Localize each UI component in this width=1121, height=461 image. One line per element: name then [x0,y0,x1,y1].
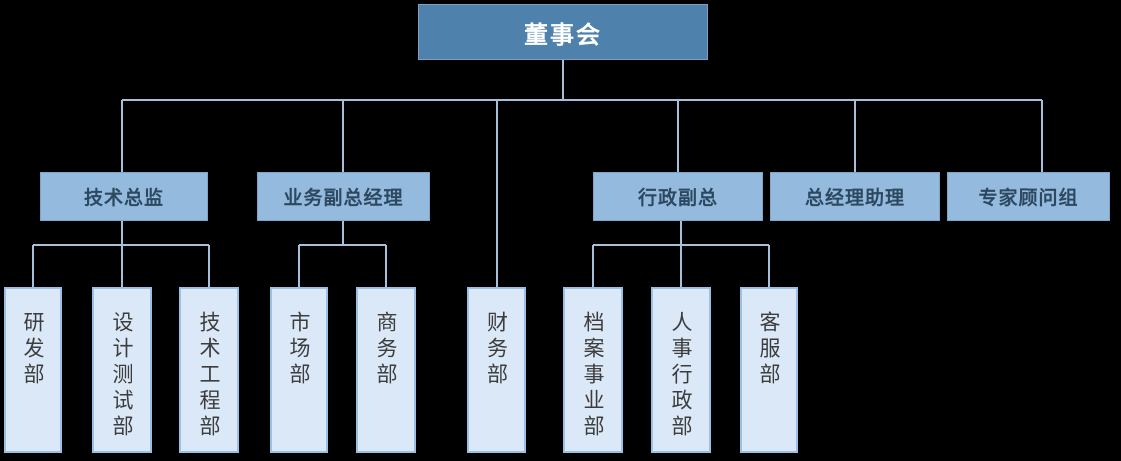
node-admin-deputy-gm-label: 行政副总 [637,187,718,209]
node-admin-deputy-gm[interactable]: 行政副总 [593,172,763,221]
node-gm-assistant[interactable]: 总经理助理 [770,172,940,221]
node-board-of-directors[interactable]: 董事会 [418,4,708,60]
node-hr-admin-dept[interactable]: 人事行政部 [651,287,711,453]
node-business-deputy-gm[interactable]: 业务副总经理 [257,172,430,221]
node-rd-dept[interactable]: 研发部 [4,287,62,453]
node-design-testing-dept-label: 设计测试部 [110,311,134,441]
node-marketing-dept-label: 市场部 [287,311,311,389]
connector-root-to-level2 [121,60,1043,287]
node-technical-director-label: 技术总监 [83,187,164,209]
node-business-deputy-gm-label: 业务副总经理 [283,187,404,209]
node-design-testing-dept[interactable]: 设计测试部 [92,287,152,453]
node-tech-engineering-dept[interactable]: 技术工程部 [179,287,239,453]
node-commerce-dept-label: 商务部 [374,311,398,389]
connector-business-gm-children [298,221,387,287]
node-customer-service-dept-label: 客服部 [757,311,781,389]
node-archives-division-label: 档案事业部 [581,311,605,441]
node-customer-service-dept[interactable]: 客服部 [740,287,798,453]
connector-admin-gm-children [592,221,770,287]
node-technical-director[interactable]: 技术总监 [40,172,208,221]
node-expert-advisory-group-label: 专家顾问组 [978,187,1079,209]
node-hr-admin-dept-label: 人事行政部 [669,311,693,441]
connector-tech-director-children [32,221,210,287]
node-expert-advisory-group[interactable]: 专家顾问组 [947,172,1110,221]
node-rd-dept-label: 研发部 [21,311,45,389]
node-marketing-dept[interactable]: 市场部 [270,287,328,453]
node-board-of-directors-label: 董事会 [524,20,602,49]
node-gm-assistant-label: 总经理助理 [804,187,905,209]
node-commerce-dept[interactable]: 商务部 [356,287,416,453]
node-archives-division[interactable]: 档案事业部 [563,287,623,453]
node-tech-engineering-dept-label: 技术工程部 [197,311,221,441]
node-finance-dept-label: 财务部 [484,311,509,389]
node-finance-dept[interactable]: 财务部 [467,287,526,453]
